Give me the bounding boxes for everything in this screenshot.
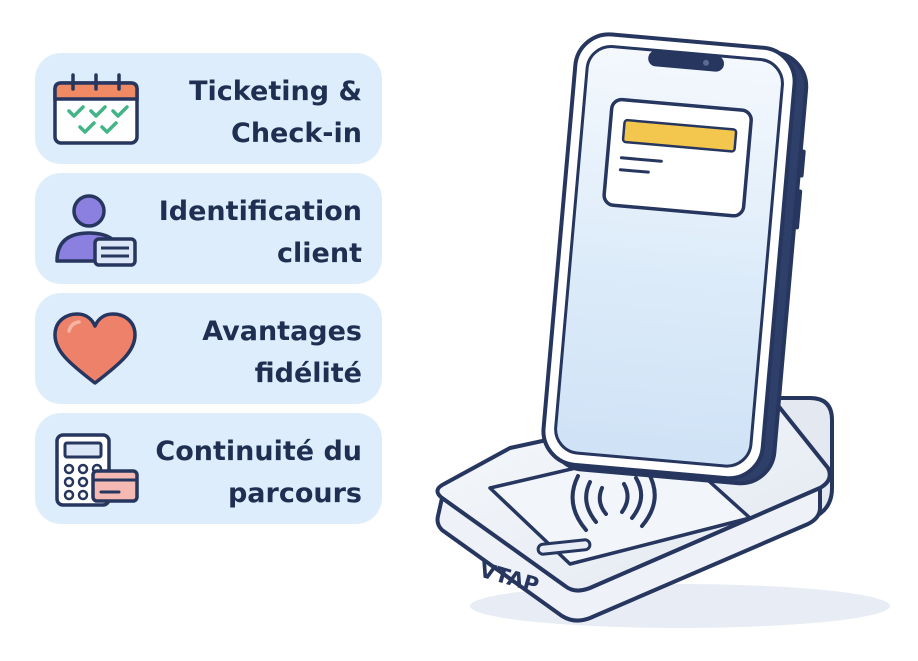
feature-list: Ticketing & Check-in Identification clie… (35, 53, 382, 533)
feature-label: Avantages fidélité (202, 316, 362, 389)
payment-terminal-icon (49, 431, 143, 507)
feature-label: Continuité du parcours (155, 436, 362, 509)
heart-icon (49, 311, 143, 387)
feature-card-identification: Identification client (35, 173, 382, 284)
feature-label: Identification client (158, 196, 362, 269)
feature-label: Ticketing & Check-in (189, 76, 362, 149)
nfc-reader-illustration: VTAP (420, 18, 890, 648)
calendar-check-icon (49, 71, 143, 147)
feature-card-ticketing: Ticketing & Check-in (35, 53, 382, 164)
feature-card-loyalty: Avantages fidélité (35, 293, 382, 404)
feature-card-continuity: Continuité du parcours (35, 413, 382, 524)
user-card-icon (49, 191, 143, 267)
